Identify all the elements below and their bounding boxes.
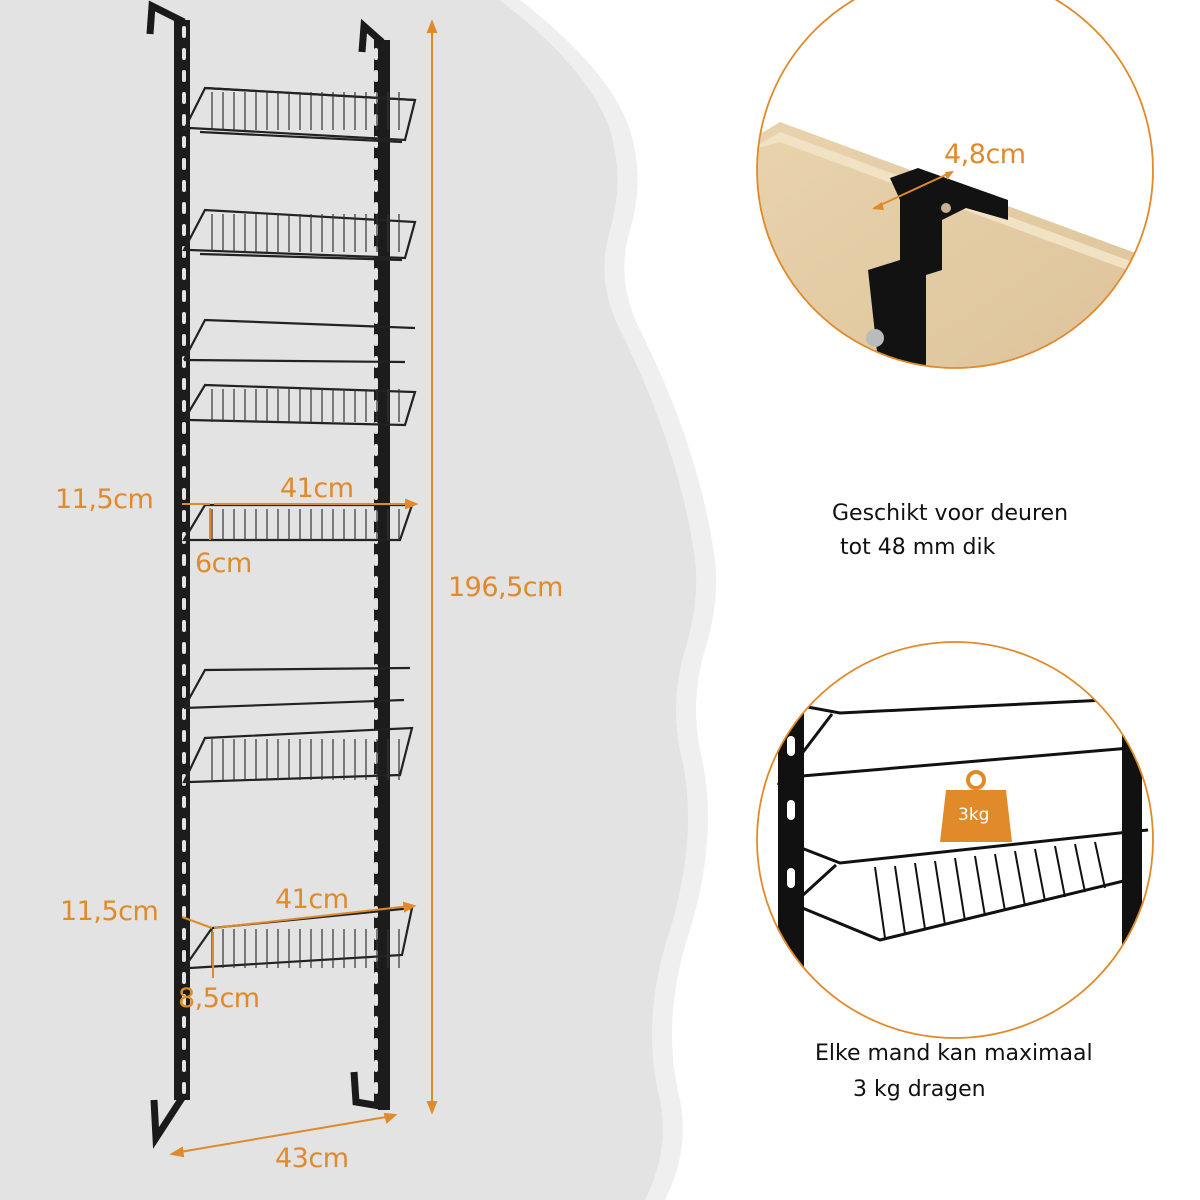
- hook-caption-line2: tot 48 mm dik: [840, 535, 996, 560]
- total-width-label: 43cm: [275, 1143, 349, 1174]
- basket-small-length-label: 41cm: [280, 473, 354, 504]
- basket-caption-line1: Elke mand kan maximaal: [815, 1041, 1093, 1066]
- basket-small-height-label: 6cm: [195, 548, 252, 579]
- basket-small-depth-label: 11,5cm: [55, 484, 154, 515]
- basket-wires: [211, 92, 400, 968]
- baskets: [181, 86, 417, 970]
- basket-large-depth-label: 11,5cm: [60, 896, 159, 927]
- total-height-label: 196,5cm: [448, 572, 563, 603]
- weight-icon-label: 3kg: [958, 805, 990, 825]
- basket-caption-line2: 3 kg dragen: [853, 1077, 986, 1102]
- basket-large-length-label: 41cm: [275, 884, 349, 915]
- basket-detail-circle: [757, 642, 1153, 1038]
- hook-caption-line1: Geschikt voor deuren: [832, 501, 1069, 526]
- hook-width-label: 4,8cm: [944, 139, 1026, 170]
- dimension-lines: [169, 19, 438, 1158]
- basket-large-height-label: 8,5cm: [178, 983, 260, 1014]
- rack-frame: [146, 0, 390, 1149]
- hook-detail-circle: [757, 0, 1153, 368]
- weight-icon: [940, 770, 1012, 842]
